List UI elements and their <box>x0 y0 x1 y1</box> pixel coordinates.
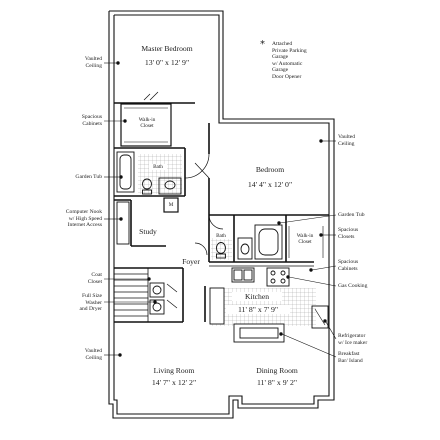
callout-spacious-cabinets-left: Spacious Cabinets <box>82 114 102 127</box>
callout-line: Spacious <box>338 227 359 233</box>
callout-line: Coat <box>91 272 102 278</box>
note-star-icon: * <box>260 39 265 50</box>
toilet-1 <box>142 178 152 190</box>
callout-line: Refrigerator <box>338 333 366 339</box>
garage-note: Attached Private Parking Garage w/ Autom… <box>272 41 307 81</box>
refrigerator <box>311 305 329 329</box>
callout-line: Cabinets <box>82 120 102 127</box>
kitchen-dimensions: 11' 8" x 7' 9" <box>226 305 290 314</box>
dining-room-dimensions: 11' 8" x 9' 2" <box>256 378 298 387</box>
label-line: Walk-in <box>138 117 156 123</box>
callout-garden-tub-left: Garden Tub <box>75 174 102 181</box>
bath2-tile <box>211 238 232 260</box>
callout-line: Garden Tub <box>75 174 102 180</box>
callout-line: Washer <box>85 299 102 306</box>
exterior-walls <box>108 10 335 419</box>
master-bedroom-dimensions: 13' 0" x 12' 9" <box>144 58 190 67</box>
master-bedroom-name: Master Bedroom <box>141 44 193 53</box>
living-room-name: Living Room <box>153 366 195 375</box>
note-line: Door Opener <box>272 73 302 80</box>
foyer-name: Foyer <box>182 257 200 266</box>
dryer <box>149 299 165 315</box>
note-line: Garage <box>272 67 289 74</box>
m-box-label: M <box>168 202 174 208</box>
callout-line: Spacious <box>338 259 359 265</box>
callout-coat-closet: Coat Closet <box>88 272 102 285</box>
callout-line: Computer Nook <box>65 209 102 215</box>
note-line: Private Parking <box>272 47 307 54</box>
callout-line: Vaulted <box>84 348 102 354</box>
bedroom-name: Bedroom <box>255 165 285 174</box>
bath-1-label: Bath <box>149 164 167 170</box>
callout-spacious-cabinets-right: Spacious Cabinets <box>338 259 358 272</box>
callout-spacious-closets: Spacious Closets <box>338 227 358 240</box>
kitchen-sink <box>231 267 255 283</box>
callout-line: Vaulted <box>338 134 356 140</box>
callout-computer-nook: Computer Nook w/ High Speed Internet Acc… <box>66 209 102 229</box>
callout-line: Cabinets <box>338 265 358 272</box>
garden-tub-2 <box>254 224 283 260</box>
callout-line: Gas Cooking <box>338 283 368 289</box>
washer <box>149 282 165 298</box>
garden-tub-1 <box>116 151 135 193</box>
note-line: Attached <box>272 41 293 47</box>
callout-gas-cooking: Gas Cooking <box>338 283 367 290</box>
study-name: Study <box>139 227 157 236</box>
callout-vaulted-ceiling-master: Vaulted Ceiling <box>85 56 102 69</box>
note-line: Garage <box>272 54 289 61</box>
kitchen-name: Kitchen <box>232 292 282 301</box>
callout-vaulted-ceiling-living: Vaulted Ceiling <box>85 348 102 361</box>
gas-range <box>266 267 290 287</box>
label-line: Closet <box>298 239 312 245</box>
callout-line: Ceiling <box>85 62 102 69</box>
callout-line: Ceiling <box>85 354 102 361</box>
callout-breakfast-bar: Breakfast Bar/ Island <box>338 351 363 364</box>
bath-2-label: Bath <box>213 233 229 239</box>
vanity-1 <box>158 177 182 195</box>
callout-washer-dryer: Full Size Washer and Dryer <box>79 293 102 313</box>
callout-line: Bar/ Island <box>338 357 363 364</box>
note-line: w/ Automatic <box>272 60 303 67</box>
callout-line: Breakfast <box>338 351 360 357</box>
bedroom-dimensions: 14' 4" x 12' 0" <box>247 180 293 189</box>
m-box <box>163 197 179 213</box>
callout-garden-tub-right: Garden Tub <box>338 212 365 219</box>
callout-line: Spacious <box>81 114 102 120</box>
callout-line: and Dryer <box>79 306 102 313</box>
label-line: Closet <box>140 123 154 129</box>
stairs <box>114 268 149 322</box>
dining-room-name: Dining Room <box>256 366 298 375</box>
callout-line: Ceiling <box>338 140 355 147</box>
breakfast-bar-island <box>233 323 285 343</box>
walk-in-closet-1-label: Walk-in Closet <box>135 117 159 129</box>
walk-in-closet-2-label: Walk-in Closet <box>292 233 318 245</box>
callout-refrigerator: Refrigerator w/ Ice maker <box>338 333 367 346</box>
callout-line: Closets <box>338 233 355 240</box>
fixtures <box>114 91 329 343</box>
vanity-2 <box>237 237 253 260</box>
callout-vaulted-ceiling-bedroom: Vaulted Ceiling <box>338 134 355 147</box>
callout-line: Garden Tub <box>338 212 365 218</box>
toilet-2 <box>216 242 226 254</box>
callout-line: w/ Ice maker <box>338 339 368 346</box>
callout-line: Full Size <box>81 293 102 299</box>
bath1-tile <box>138 154 182 194</box>
callout-line: Closet <box>87 278 102 285</box>
callout-line: Vaulted <box>84 56 102 62</box>
living-room-dimensions: 14' 7" x 12' 2" <box>151 378 197 387</box>
callout-leaders <box>104 61 337 358</box>
interior-walls <box>114 102 329 323</box>
label-line: Walk-in <box>296 233 314 239</box>
computer-nook-desk <box>116 201 130 245</box>
callout-line: w/ High Speed <box>68 215 102 222</box>
callout-line: Internet Access <box>67 222 102 229</box>
